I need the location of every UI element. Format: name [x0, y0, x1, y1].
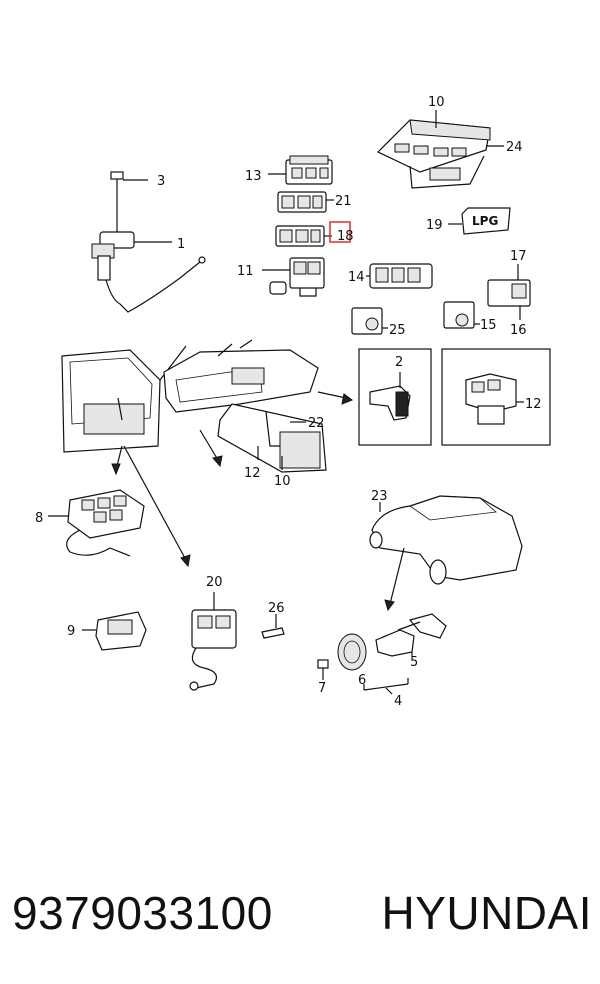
part-17-switch — [487, 264, 531, 320]
label-8: 8 — [35, 511, 43, 526]
label-16: 16 — [510, 323, 527, 338]
label-14: 14 — [348, 270, 365, 285]
label-19: 19 — [426, 218, 443, 233]
label-12-box: 12 — [525, 397, 542, 412]
part-21-switch — [277, 191, 334, 213]
label-20: 20 — [206, 575, 223, 590]
label-5: 5 — [410, 655, 418, 670]
part-25-switch — [351, 307, 388, 335]
label-4: 4 — [394, 694, 402, 709]
label-13: 13 — [245, 169, 262, 184]
label-22: 22 — [308, 416, 325, 431]
part-number: 9379033100 — [12, 887, 273, 939]
label-23: 23 — [371, 489, 388, 504]
part-8-window-switch — [48, 489, 145, 557]
part-3-screw — [110, 171, 148, 192]
label-3: 3 — [157, 174, 165, 189]
label-10-top: 10 — [428, 95, 445, 110]
part-1-latch-switch — [91, 192, 206, 313]
label-21: 21 — [335, 194, 352, 209]
part-13-switch — [268, 155, 333, 185]
label-24: 24 — [506, 140, 523, 155]
car-23 — [369, 495, 523, 612]
door-panel — [61, 345, 191, 568]
highlight-box-18 — [329, 221, 351, 243]
label-7: 7 — [318, 681, 326, 696]
label-26: 26 — [268, 601, 285, 616]
detail-box-2 — [358, 348, 432, 446]
brand-name: HYUNDAI — [381, 887, 592, 939]
part-26-clip — [261, 614, 285, 639]
detail-box-12 — [441, 348, 551, 446]
label-18: 18 — [337, 229, 354, 244]
label-11: 11 — [237, 264, 254, 279]
part-14-switch — [366, 263, 433, 289]
part-15-switch — [443, 301, 480, 329]
label-25: 25 — [389, 323, 406, 338]
label-1: 1 — [177, 237, 185, 252]
dashboard — [163, 339, 354, 468]
label-2: 2 — [395, 355, 403, 370]
part-19-lpg-switch — [448, 207, 511, 235]
parts-diagram: 3 1 13 21 18 — [35, 95, 551, 709]
label-17: 17 — [510, 249, 527, 264]
label-15: 15 — [480, 318, 497, 333]
part-9-switch — [82, 611, 147, 651]
part-11-switch — [262, 257, 325, 297]
label-9: 9 — [67, 624, 75, 639]
part-20-switch — [189, 592, 237, 691]
caption-bar: 9379033100 HYUNDAI — [12, 878, 592, 948]
lpg-badge-text: LPG — [472, 214, 498, 228]
label-6: 6 — [358, 673, 366, 688]
part-10-console-panel — [376, 110, 504, 189]
assembly-4 — [317, 613, 447, 695]
label-10-console: 10 — [274, 474, 291, 489]
part-18-switch — [275, 225, 332, 247]
label-12-console: 12 — [244, 466, 261, 481]
center-console — [217, 403, 327, 473]
